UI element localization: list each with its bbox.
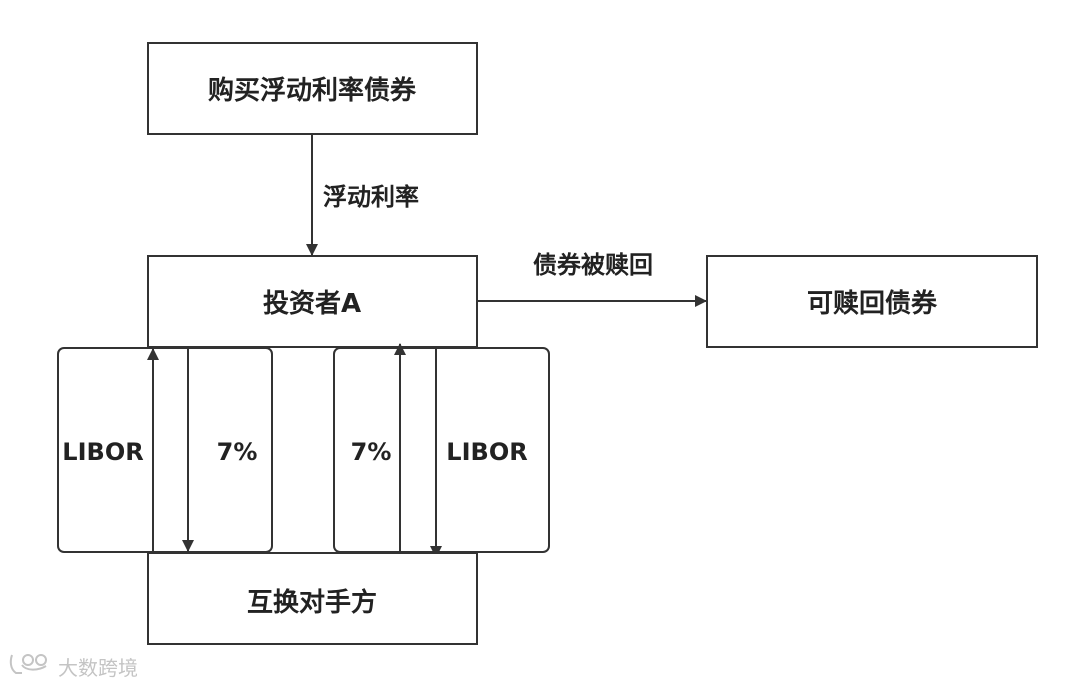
investor-box [147, 255, 478, 348]
left-7pct-label: 7% [217, 438, 258, 466]
investor-label: 投资者A [263, 289, 361, 319]
logo-mark-icon [8, 651, 54, 682]
left-libor-label: LIBOR [62, 438, 143, 466]
top-box [147, 42, 478, 135]
right-7pct-label: 7% [351, 438, 392, 466]
watermark: 大数跨境 [8, 651, 138, 682]
bond-called-label: 债券被赎回 [533, 251, 653, 279]
watermark-text: 大数跨境 [58, 656, 138, 680]
counterparty-label: 互换对手方 [247, 587, 377, 618]
counterparty-box [147, 552, 478, 645]
callable-bond-box [706, 255, 1038, 348]
callable-bond-label: 可赎回债券 [807, 289, 938, 319]
top-box-label: 购买浮动利率债券 [208, 75, 417, 106]
right-libor-label: LIBOR [446, 438, 527, 466]
floating-rate-label: 浮动利率 [323, 183, 419, 211]
